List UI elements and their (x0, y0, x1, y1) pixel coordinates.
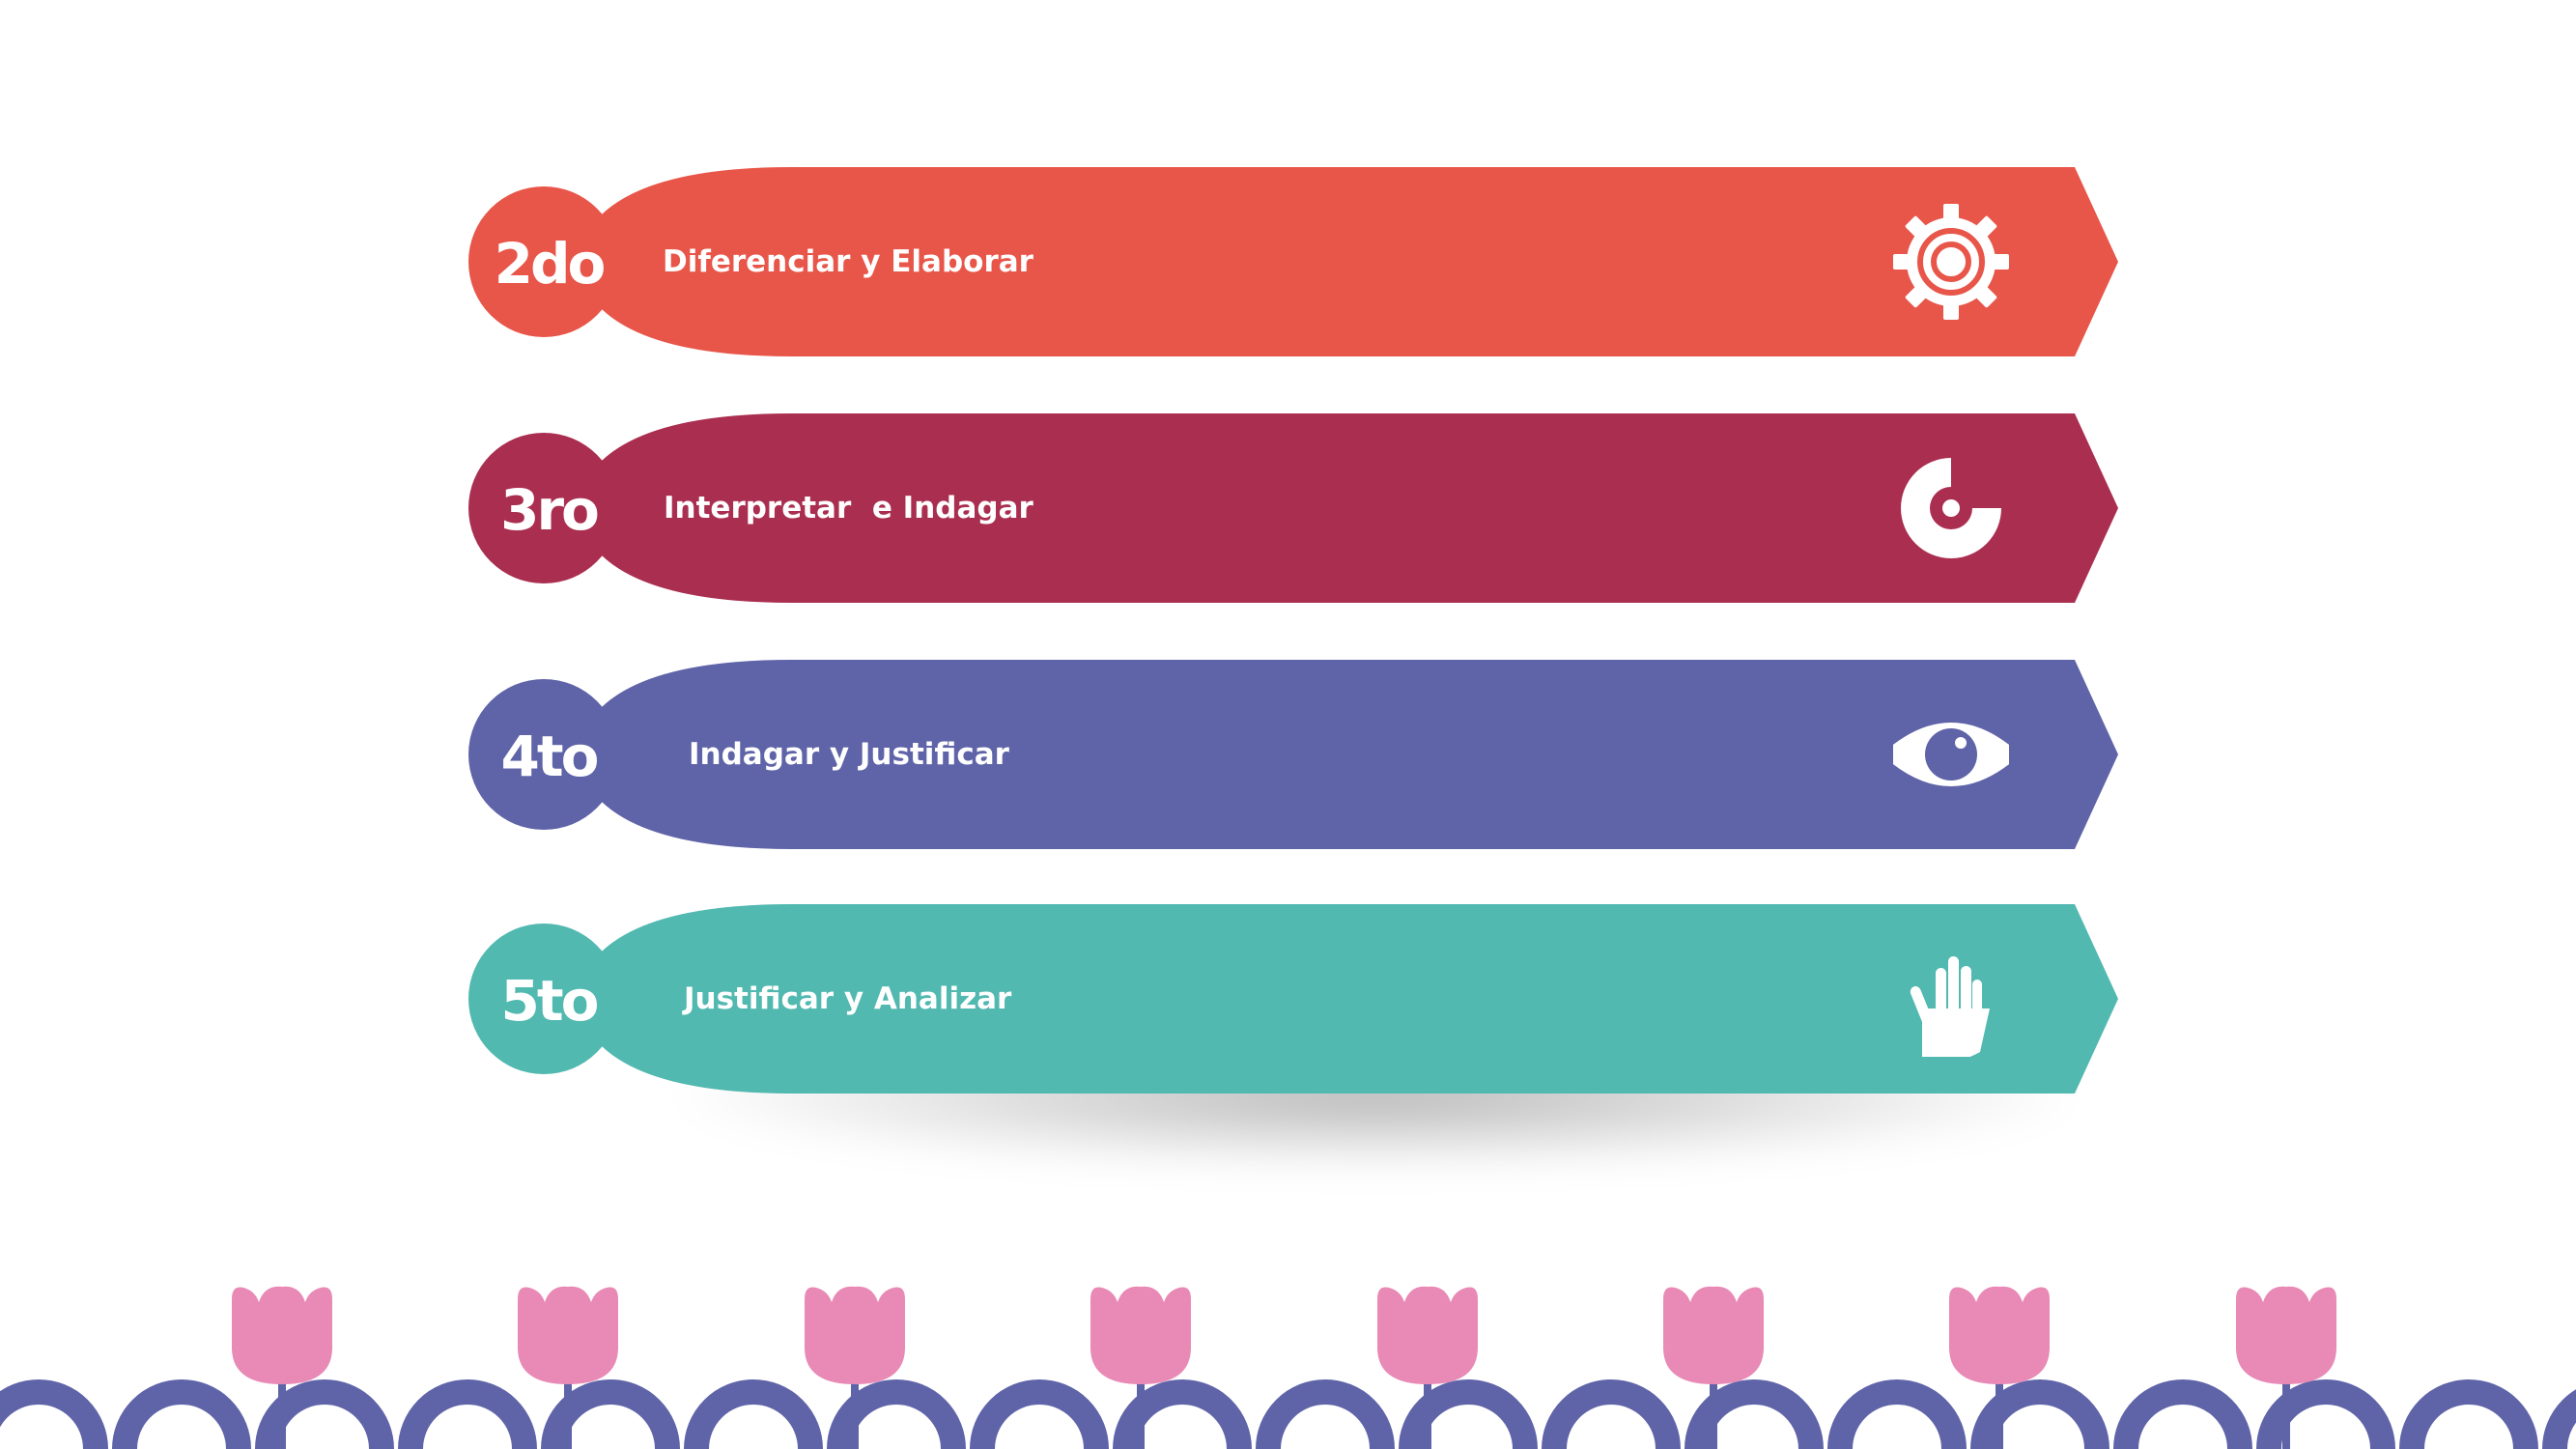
step-banner-2do: 2do Diferenciar y Elaborar (464, 167, 2125, 356)
step-label: Diferenciar y Elaborar (663, 235, 1033, 289)
step-number: 4to (491, 708, 607, 805)
border-arch (982, 1392, 1096, 1449)
tulip-icon (805, 1287, 905, 1384)
tulip-icon (232, 1287, 332, 1384)
tulip-icon (1949, 1287, 2050, 1384)
border-arch (2555, 1392, 2576, 1449)
border-arch (2412, 1392, 2526, 1449)
border-arch (125, 1392, 239, 1449)
step-number: 3ro (491, 462, 607, 558)
step-banner-5to: 5to Justificar y Analizar (464, 904, 2125, 1094)
step-label: Justificar y Analizar (684, 972, 1011, 1026)
border-arch (696, 1392, 810, 1449)
tulip-icon (518, 1287, 618, 1384)
tulip-icon (2236, 1287, 2336, 1384)
hand-icon (1893, 941, 2009, 1057)
step-banner-4to: 4to Indagar y Justificar (464, 660, 2125, 849)
step-label: Indagar y Justificar (689, 727, 1009, 781)
border-arch (2126, 1392, 2240, 1449)
step-banner-3ro: 3ro Interpretar e Indagar (464, 413, 2125, 603)
border-arch (410, 1392, 524, 1449)
border-arch (0, 1392, 96, 1449)
tulip-icon (1663, 1287, 1764, 1384)
border-arch (1268, 1392, 1382, 1449)
tulip-icon (1377, 1287, 1478, 1384)
border-arch (1554, 1392, 1668, 1449)
step-label: Interpretar e Indagar (664, 481, 1033, 535)
tulip-border (0, 1275, 2576, 1449)
ring-icon (1893, 450, 2009, 566)
gear-icon (1893, 204, 2009, 320)
step-number: 5to (491, 952, 607, 1049)
border-arch (1840, 1392, 1954, 1449)
tulip-icon (1090, 1287, 1191, 1384)
eye-icon (1893, 696, 2009, 812)
step-number: 2do (491, 215, 607, 312)
